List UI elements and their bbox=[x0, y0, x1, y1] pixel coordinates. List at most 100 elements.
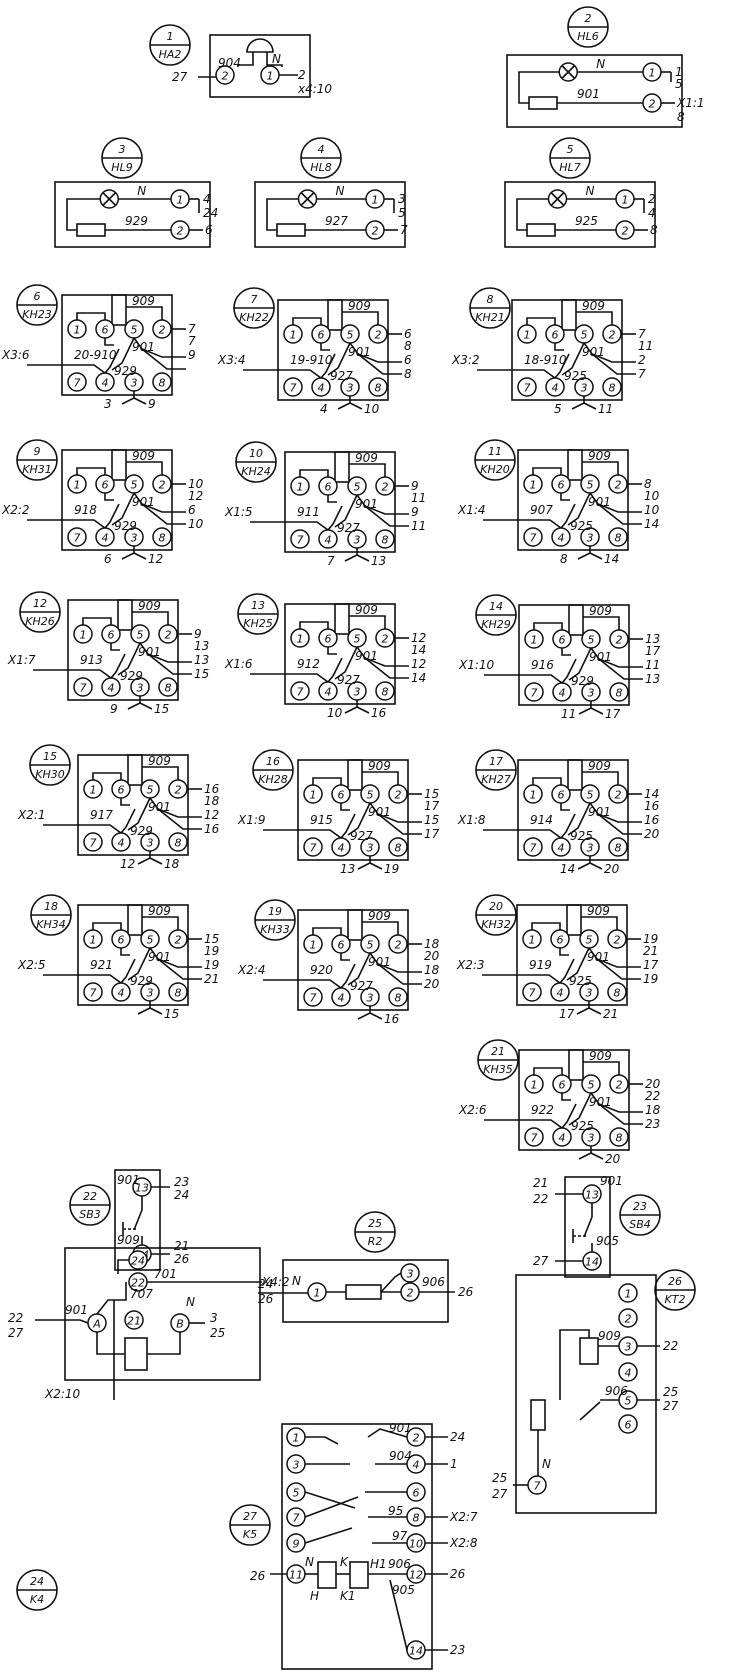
wire bbox=[243, 369, 322, 379]
wire bbox=[33, 669, 112, 679]
label: 901 bbox=[600, 1174, 623, 1188]
wire bbox=[342, 311, 379, 325]
label: 909 bbox=[588, 759, 611, 773]
label: 26 bbox=[174, 1252, 190, 1266]
terminal-number: 6 bbox=[118, 934, 125, 947]
wire bbox=[312, 777, 342, 785]
item-number: 3 bbox=[119, 143, 126, 156]
terminal-number: 2 bbox=[382, 633, 389, 646]
label: 13 bbox=[645, 672, 660, 686]
label: 27 bbox=[172, 70, 188, 84]
terminal-number: 1 bbox=[90, 784, 97, 797]
label: 925 bbox=[575, 214, 598, 228]
relay-coil bbox=[317, 1561, 337, 1589]
label: X3:4 bbox=[217, 353, 246, 367]
terminal-number: 7 bbox=[531, 1132, 538, 1145]
label: 911 bbox=[297, 505, 320, 519]
terminal bbox=[602, 377, 622, 397]
label: 14 bbox=[560, 862, 575, 876]
wire bbox=[304, 1527, 353, 1544]
label: 15 bbox=[424, 787, 439, 801]
item-code: HL9 bbox=[111, 161, 132, 174]
label: 10 bbox=[644, 489, 660, 503]
resistor-icon bbox=[345, 1284, 382, 1300]
label: 22 bbox=[663, 1339, 678, 1353]
terminal-number: 6 bbox=[557, 934, 564, 947]
terminal-number: 5 bbox=[625, 1395, 632, 1408]
label: 17 bbox=[424, 827, 440, 841]
label: 901 bbox=[582, 345, 605, 359]
terminal-number: 1 bbox=[267, 70, 274, 83]
label: 12 bbox=[120, 857, 135, 871]
terminal-number: 4 bbox=[338, 992, 345, 1005]
label: 15 bbox=[204, 932, 219, 946]
label: X1:7 bbox=[7, 653, 36, 667]
label: 909 bbox=[598, 1329, 621, 1343]
label: 7 bbox=[188, 322, 196, 336]
wire bbox=[482, 974, 561, 984]
label: X1:10 bbox=[458, 658, 495, 672]
wire bbox=[111, 492, 135, 526]
wire bbox=[96, 1282, 127, 1315]
wire bbox=[327, 495, 337, 503]
label: 925 bbox=[570, 829, 593, 843]
terminal-number: B bbox=[176, 1318, 184, 1331]
label: 9 bbox=[411, 479, 419, 493]
terminal-number: 2 bbox=[222, 70, 229, 83]
terminal-number: 2 bbox=[616, 634, 623, 647]
item-code: KH20 bbox=[480, 463, 509, 476]
label: 909 bbox=[589, 604, 612, 618]
terminal-number: 8 bbox=[616, 687, 623, 700]
label: 15 bbox=[424, 813, 439, 827]
label: 23 bbox=[174, 1175, 189, 1189]
label: 27 bbox=[492, 1487, 508, 1501]
button-frame bbox=[564, 1176, 611, 1278]
terminal-number: 5 bbox=[588, 634, 595, 647]
item-code: K5 bbox=[243, 1528, 257, 1541]
wire bbox=[589, 802, 642, 823]
label: 901 bbox=[65, 1303, 88, 1317]
label: N bbox=[137, 184, 146, 198]
terminal-number: 2 bbox=[609, 329, 616, 342]
wire bbox=[104, 503, 120, 529]
item-number: 16 bbox=[266, 755, 280, 768]
wire bbox=[578, 1146, 592, 1160]
label: 20 bbox=[644, 827, 660, 841]
wire bbox=[357, 353, 402, 375]
label: 901 bbox=[355, 497, 378, 511]
wire bbox=[589, 862, 603, 870]
terminal-number: 4 bbox=[413, 1459, 420, 1472]
label: 5 bbox=[554, 402, 562, 416]
label: 901 bbox=[368, 955, 391, 969]
resistor-icon bbox=[530, 1399, 546, 1431]
terminal bbox=[608, 837, 628, 857]
item-code: KH23 bbox=[22, 308, 51, 321]
terminal-number: 8 bbox=[395, 992, 402, 1005]
label: 4 bbox=[320, 402, 328, 416]
label: 901 bbox=[389, 1421, 412, 1435]
item-code: KH22 bbox=[239, 311, 268, 324]
relay-coil bbox=[111, 294, 127, 326]
wire bbox=[364, 657, 409, 679]
terminal-number: 5 bbox=[347, 329, 354, 342]
wire bbox=[132, 611, 169, 625]
wire bbox=[250, 521, 329, 531]
label: 917 bbox=[90, 808, 113, 822]
terminal-number: 6 bbox=[558, 789, 565, 802]
label: 16 bbox=[204, 822, 220, 836]
resistor-frame bbox=[282, 1259, 449, 1323]
terminal-number: 3 bbox=[588, 687, 595, 700]
terminal bbox=[67, 372, 87, 392]
wire bbox=[110, 643, 120, 651]
label: 3 bbox=[210, 1311, 218, 1325]
wire bbox=[334, 494, 358, 528]
terminal-number: 2 bbox=[382, 481, 389, 494]
label: 25 bbox=[663, 1385, 678, 1399]
wire bbox=[533, 1067, 563, 1075]
relay-coil bbox=[567, 449, 583, 481]
